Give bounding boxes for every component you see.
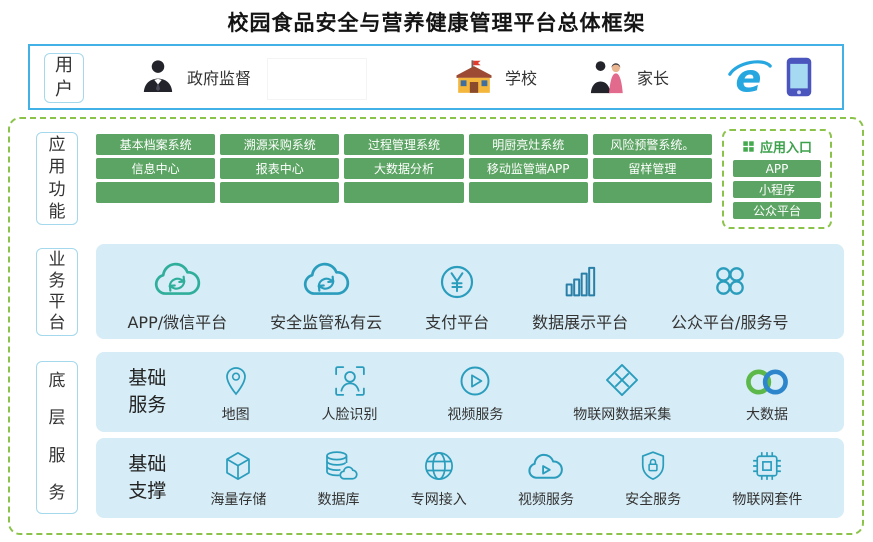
support-item-iot-kit: 物联网套件: [732, 448, 802, 509]
app-entry-box: 应用入口 APP 小程序 公众平台: [722, 129, 832, 229]
empty-box: [268, 59, 366, 99]
government-person-icon: [138, 57, 178, 97]
business-item-payment: 支付平台: [425, 251, 489, 333]
play-circle-icon: [457, 363, 493, 399]
business-item-label: 数据展示平台: [532, 312, 629, 332]
app-functions-label: 应用功能: [36, 132, 78, 225]
base-services-panel: 基础服务 地图 人脸识别: [96, 352, 844, 432]
iot-kit-icon: [749, 448, 785, 484]
function-button[interactable]: 过程管理系统: [344, 134, 464, 155]
base-layer-label: 底层服务: [36, 361, 78, 514]
app-entry-title-label: 应用入口: [759, 141, 812, 156]
function-button[interactable]: 移动监管端APP: [468, 158, 588, 179]
bigdata-infinity-icon: [741, 365, 793, 399]
service-item-label: 大数据: [746, 406, 789, 423]
support-item-security: 安全服务: [625, 448, 681, 509]
mobile-phone-icon: [784, 56, 814, 98]
function-button-empty[interactable]: [592, 182, 712, 203]
app-entry-button[interactable]: 公众平台: [733, 202, 821, 219]
service-item-label: 人脸识别: [321, 406, 378, 423]
browser-entry: e: [728, 55, 772, 99]
support-item-label: 专网接入: [410, 491, 467, 508]
mobile-entry: [784, 56, 814, 98]
business-item-label: 支付平台: [425, 312, 490, 332]
app-grid-icon: [742, 140, 755, 153]
user-school: 学校: [452, 57, 537, 97]
service-item-label: 视频服务: [447, 406, 504, 423]
service-item-label: 地图: [221, 406, 250, 423]
page-title: 校园食品安全与营养健康管理平台总体框架: [227, 11, 646, 35]
face-recognition-icon: [332, 363, 368, 399]
support-item-label: 物联网套件: [732, 491, 803, 508]
service-item-label: 物联网数据采集: [573, 406, 672, 423]
platform-body: [8, 117, 864, 535]
support-item-label: 海量存储: [210, 491, 267, 508]
service-item-video: 视频服务: [447, 363, 503, 424]
business-item-app-wechat: APP/微信平台: [127, 251, 227, 333]
user-parents-label: 家长: [637, 69, 670, 88]
cloud-sync-green-icon: [152, 256, 202, 302]
function-button[interactable]: 明厨亮灶系统: [468, 134, 588, 155]
ie-browser-icon: e: [728, 55, 772, 99]
support-item-label: 数据库: [317, 491, 360, 508]
function-button-empty[interactable]: [468, 182, 588, 203]
function-button[interactable]: 报表中心: [220, 158, 340, 179]
function-button-empty[interactable]: [96, 182, 216, 203]
service-item-bigdata: 大数据: [741, 365, 793, 424]
business-item-data-display: 数据展示平台: [532, 251, 628, 333]
base-support-title: 基础支撑: [128, 453, 167, 502]
school-icon: [452, 57, 496, 97]
globe-icon: [421, 448, 457, 484]
bar-chart-icon: [560, 262, 600, 302]
function-button[interactable]: 基本档案系统: [96, 134, 216, 155]
business-panel: APP/微信平台 安全监管私有云 支付平台: [96, 244, 844, 339]
function-button[interactable]: 溯源采购系统: [220, 134, 340, 155]
service-item-iot-collect: 物联网数据采集: [573, 361, 671, 424]
cloud-sync-blue-icon: [301, 256, 351, 302]
user-government: 政府监督: [138, 57, 251, 97]
business-platform-label: 业务平台: [36, 248, 78, 336]
function-button-empty[interactable]: [344, 182, 464, 203]
app-entry-button[interactable]: APP: [733, 160, 821, 177]
function-button-empty[interactable]: [220, 182, 340, 203]
four-circles-icon: [709, 260, 751, 302]
function-grid: 基本档案系统 溯源采购系统 过程管理系统 明厨亮灶系统 风险预警系统。 信息中心…: [96, 134, 712, 203]
business-item-private-cloud: 安全监管私有云: [270, 251, 382, 333]
storage-cube-icon: [221, 448, 255, 484]
service-item-map: 地图: [220, 363, 252, 424]
support-item-label: 视频服务: [517, 491, 574, 508]
app-entry-title: 应用入口: [724, 137, 830, 156]
parents-icon: [586, 57, 628, 97]
function-button[interactable]: 信息中心: [96, 158, 216, 179]
business-item-label: APP/微信平台: [127, 312, 228, 332]
user-parents: 家长: [586, 57, 669, 97]
base-services-title: 基础服务: [128, 367, 167, 416]
function-button[interactable]: 留样管理: [592, 158, 712, 179]
users-section: 用户 政府监督: [28, 44, 844, 110]
business-item-label: 公众平台/服务号: [671, 312, 789, 332]
business-item-label: 安全监管私有云: [270, 312, 383, 332]
support-item-network: 专网接入: [411, 448, 467, 509]
service-item-face: 人脸识别: [322, 363, 378, 424]
base-support-panel: 基础支撑 海量存储: [96, 438, 844, 518]
support-item-storage: 海量存储: [210, 448, 266, 509]
user-government-label: 政府监督: [187, 69, 252, 88]
users-label: 用户: [44, 53, 84, 103]
yuan-pay-icon: [437, 262, 477, 302]
shield-lock-icon: [636, 448, 670, 484]
cloud-play-icon: [526, 449, 566, 484]
database-icon: [320, 448, 358, 484]
user-school-label: 学校: [505, 69, 538, 88]
function-button[interactable]: 风险预警系统。: [592, 134, 712, 155]
support-item-video: 视频服务: [518, 449, 574, 509]
map-pin-icon: [220, 363, 252, 399]
support-item-database: 数据库: [318, 448, 360, 509]
function-button[interactable]: 大数据分析: [344, 158, 464, 179]
app-entry-button[interactable]: 小程序: [733, 181, 821, 198]
support-item-label: 安全服务: [625, 491, 682, 508]
iot-collect-icon: [603, 361, 641, 399]
business-item-public-account: 公众平台/服务号: [671, 251, 788, 333]
